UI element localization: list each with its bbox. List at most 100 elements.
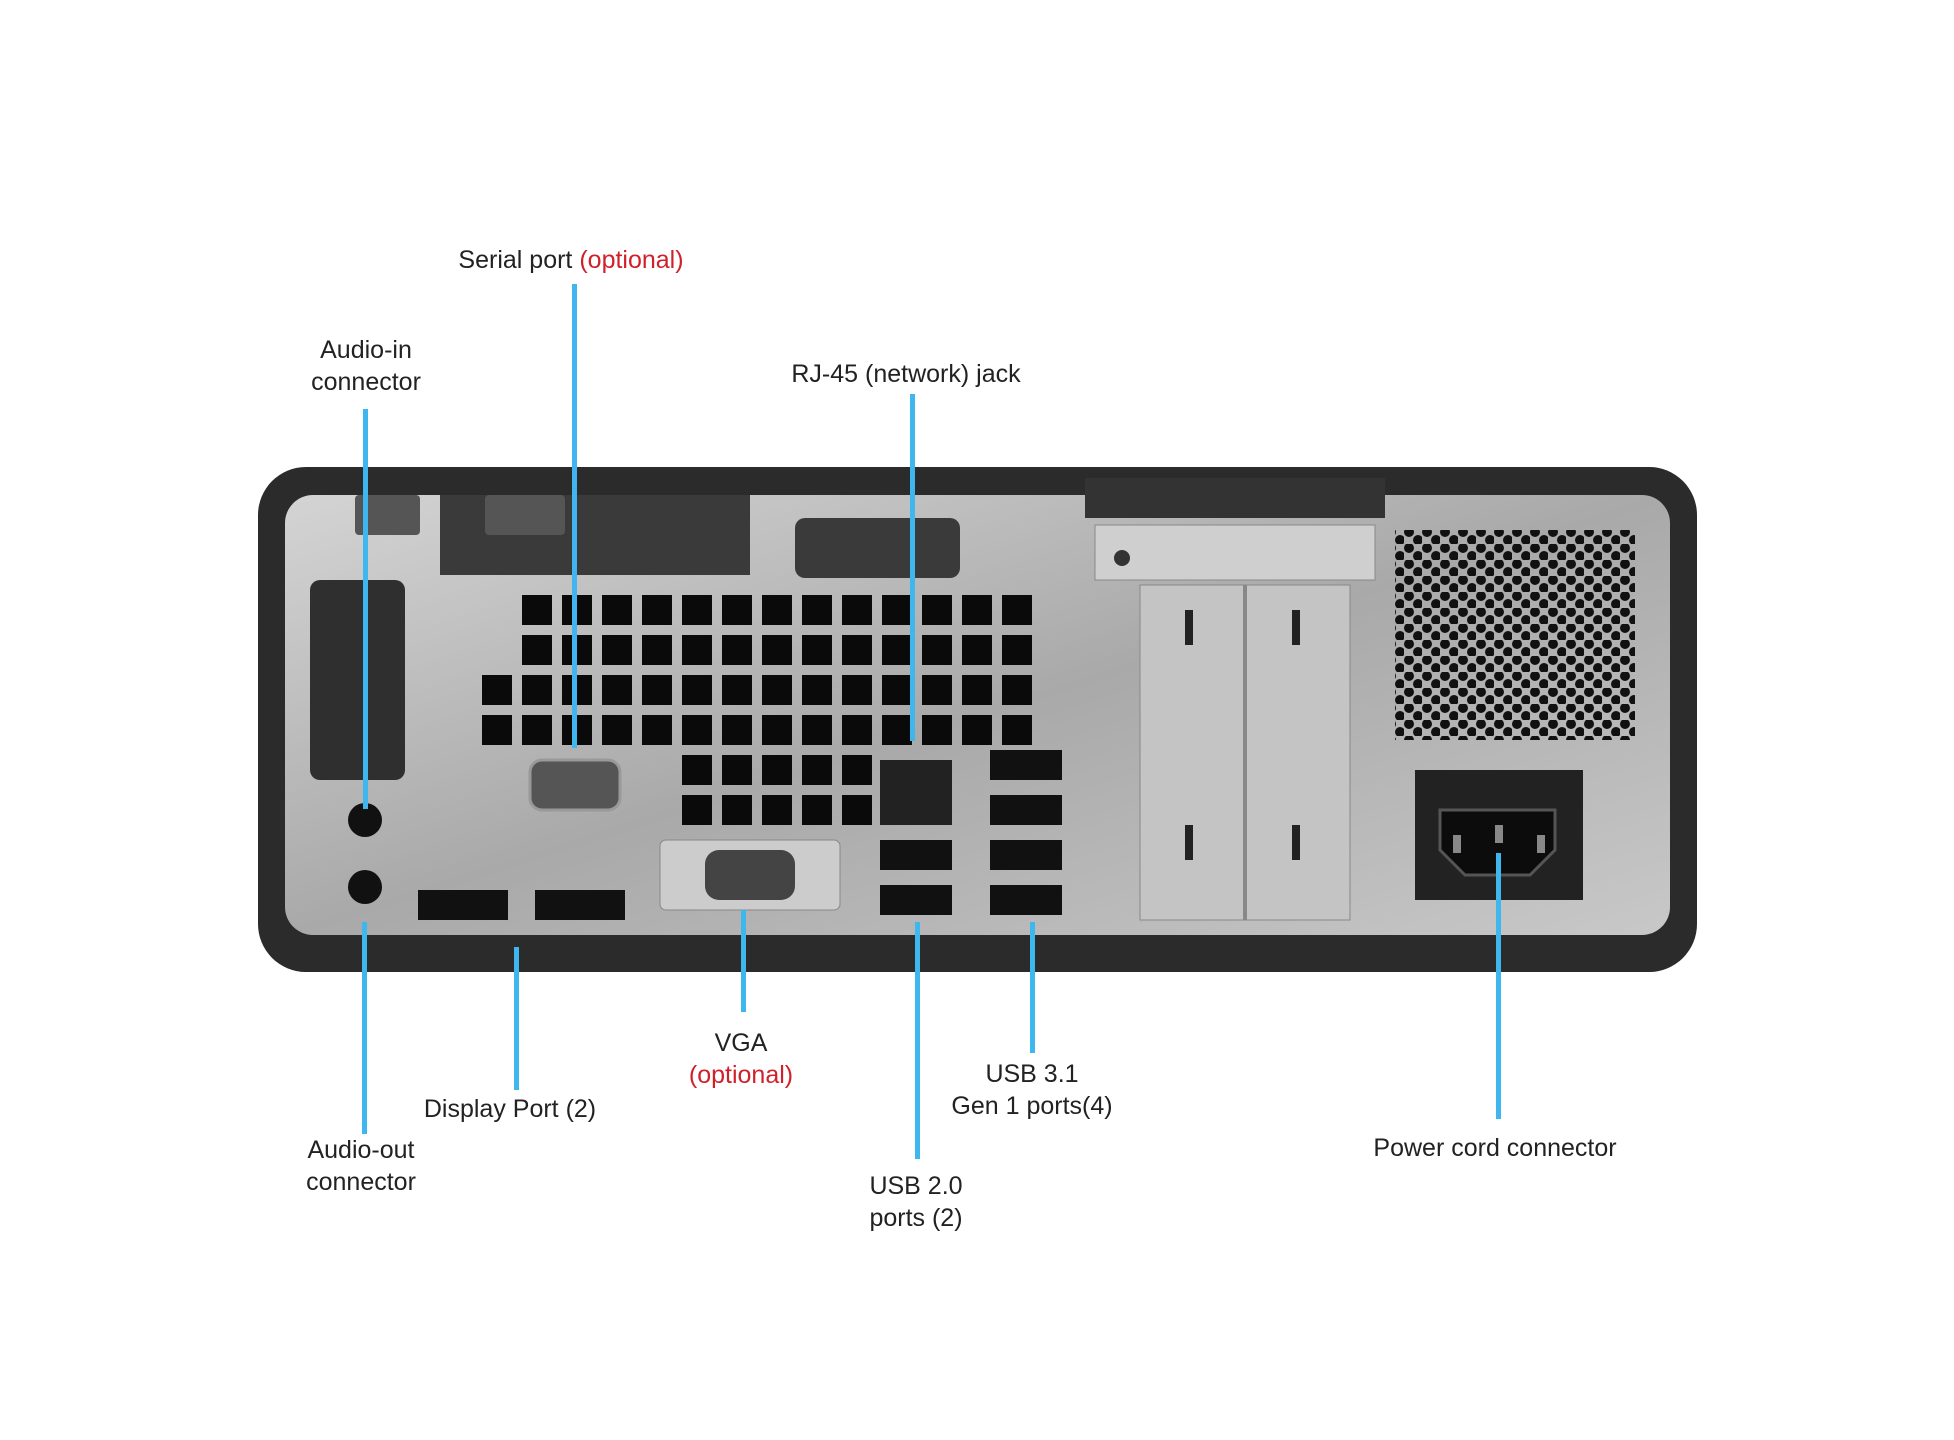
usb31-port-4 <box>990 885 1062 915</box>
vent-slot <box>842 755 872 785</box>
vent-slot <box>842 595 872 625</box>
optional-tag: (optional) <box>688 1061 794 1089</box>
vent-slot <box>722 675 752 705</box>
vent-slot <box>882 675 912 705</box>
leader-vga <box>741 910 746 1012</box>
vent-slot <box>522 635 552 665</box>
vent-slot <box>962 715 992 745</box>
vent-slot <box>882 715 912 745</box>
vent-slot <box>562 635 592 665</box>
vent-slot <box>762 715 792 745</box>
serial-port <box>528 758 622 812</box>
vent-slot <box>522 675 552 705</box>
vent-slot <box>722 755 752 785</box>
leader-power <box>1496 853 1501 1119</box>
leader-usb20 <box>915 922 920 1159</box>
vent-slot <box>802 715 832 745</box>
displayport-1 <box>418 890 508 920</box>
leader-audio-in <box>363 409 368 809</box>
vga-port <box>705 850 795 900</box>
vent-slot <box>682 795 712 825</box>
audio-in-jack <box>348 803 382 837</box>
vent-slot <box>962 595 992 625</box>
vent-slot <box>1002 595 1032 625</box>
vent-slot <box>802 675 832 705</box>
label-line: USB 3.1 <box>985 1060 1079 1088</box>
usb31-port-3 <box>990 840 1062 870</box>
vent-slot <box>802 755 832 785</box>
vent-slot <box>762 675 792 705</box>
leader-rj45 <box>910 394 915 741</box>
vent-slot <box>642 715 672 745</box>
label-line: connector <box>311 368 421 396</box>
vent-slot <box>642 595 672 625</box>
vent-slot <box>682 635 712 665</box>
label-line: ports (2) <box>869 1204 963 1232</box>
vent-grid <box>482 595 1032 825</box>
vent-slot <box>842 715 872 745</box>
vent-slot <box>962 635 992 665</box>
vent-slot <box>882 595 912 625</box>
vent-slot <box>1002 715 1032 745</box>
vent-slot <box>1002 675 1032 705</box>
vent-slot <box>682 675 712 705</box>
label-line: VGA <box>714 1029 768 1057</box>
vent-slot <box>722 795 752 825</box>
vent-slot <box>522 715 552 745</box>
vent-slot <box>882 635 912 665</box>
vent-slot <box>522 595 552 625</box>
vent-slot <box>842 795 872 825</box>
label-serial-port: Serial port (optional) <box>458 244 683 276</box>
vent-slot <box>722 715 752 745</box>
vent-slot <box>682 595 712 625</box>
label-text: RJ-45 (network) jack <box>791 360 1021 388</box>
vent-slot <box>562 715 592 745</box>
label-text: Serial port <box>458 246 573 274</box>
vent-slot <box>802 595 832 625</box>
label-line: Gen 1 ports(4) <box>951 1092 1113 1120</box>
vent-slot <box>482 715 512 745</box>
leader-audio-out <box>362 922 367 1134</box>
vent-slot <box>722 635 752 665</box>
vent-slot <box>602 635 632 665</box>
vent-slot <box>482 675 512 705</box>
audio-out-jack <box>348 870 382 904</box>
usb31-port-2 <box>990 795 1062 825</box>
vent-slot <box>762 755 792 785</box>
psu-fan-grille <box>1395 530 1635 740</box>
label-line: Audio-out <box>307 1136 415 1164</box>
vent-slot <box>802 635 832 665</box>
usb31-port-1 <box>990 750 1062 780</box>
vent-slot <box>962 675 992 705</box>
vent-slot <box>642 635 672 665</box>
leader-usb31 <box>1030 922 1035 1053</box>
label-audio-in: Audio-in connector <box>311 334 421 398</box>
label-text: Display Port (2) <box>423 1095 597 1123</box>
vent-slot <box>642 675 672 705</box>
vent-slot <box>682 755 712 785</box>
vent-slot <box>762 635 792 665</box>
label-usb20: USB 2.0 ports (2) <box>869 1170 962 1234</box>
vent-slot <box>562 675 592 705</box>
vent-slot <box>1002 635 1032 665</box>
label-power: Power cord connector <box>1373 1132 1616 1164</box>
leader-serial <box>572 284 577 748</box>
label-text: Power cord connector <box>1373 1134 1617 1162</box>
displayport-2 <box>535 890 625 920</box>
vent-slot <box>562 595 592 625</box>
label-line: Audio-in <box>320 336 412 364</box>
vent-slot <box>762 595 792 625</box>
leader-display-port <box>514 947 519 1090</box>
vent-slot <box>922 595 952 625</box>
usb20-port-2 <box>880 885 952 915</box>
vent-slot <box>602 595 632 625</box>
optional-tag: (optional) <box>579 246 684 274</box>
label-line: USB 2.0 <box>869 1172 963 1200</box>
vent-slot <box>762 795 792 825</box>
vent-slot <box>682 715 712 745</box>
vent-slot <box>922 675 952 705</box>
vent-slot <box>922 635 952 665</box>
